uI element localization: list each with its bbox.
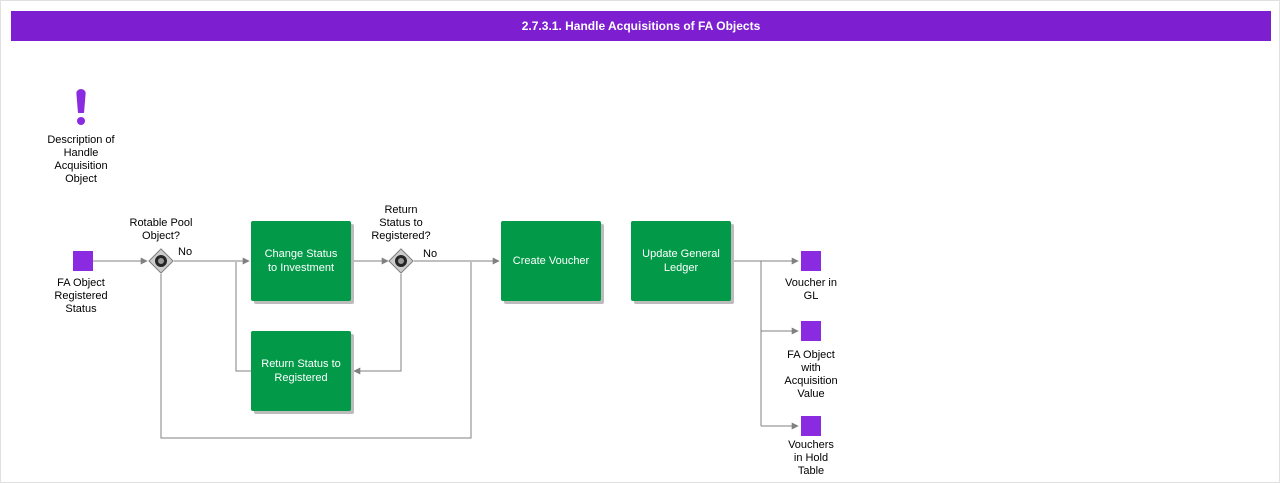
diagram-title: 2.7.3.1. Handle Acquisitions of FA Objec… (521, 19, 761, 33)
decision-return-status-registered[interactable] (388, 248, 414, 274)
decision-rotable-no-label: No (178, 246, 193, 258)
end-node-voucher-in-gl-label: Voucher in GL (785, 277, 837, 302)
exclamation-dot (77, 117, 85, 125)
start-node-fa-object-registered[interactable] (73, 251, 93, 271)
end-node-fa-object-acquisition-value[interactable] (801, 321, 821, 341)
end-node-vouchers-in-hold-table-label: Vouchers in Hold Table (788, 439, 834, 477)
connector-decision1-bypass (160, 262, 472, 439)
process-return-status-to-registered[interactable]: Return Status to Registered (251, 331, 351, 411)
start-node-label: FA Object Registered Status (54, 277, 108, 315)
decision-return-status-question-label: Return Status to Registered? (371, 204, 431, 242)
end-node-vouchers-in-hold-table[interactable] (801, 416, 821, 436)
annotation-label: Description of Handle Acquisition Object (47, 134, 115, 185)
decision-circle-icon (395, 255, 407, 267)
decision-circle-icon (155, 255, 167, 267)
process-change-status-to-investment[interactable]: Change Status to Investment (251, 221, 351, 301)
exclamation-bar (76, 89, 86, 113)
decision-rotable-pool-object[interactable] (148, 248, 174, 274)
process-create-voucher[interactable]: Create Voucher (501, 221, 601, 301)
exclamation-icon[interactable] (72, 89, 90, 129)
connector-return-status-loop (235, 262, 251, 372)
end-node-voucher-in-gl[interactable] (801, 251, 821, 271)
connector-decision2-to-return-status (353, 274, 402, 375)
process-update-general-ledger[interactable]: Update General Ledger (631, 221, 731, 301)
decision-return-status-no-label: No (423, 248, 438, 260)
diagram-title-bar: 2.7.3.1. Handle Acquisitions of FA Objec… (11, 11, 1271, 41)
decision-rotable-question-label: Rotable Pool Object? (129, 217, 193, 242)
end-node-fa-object-acquisition-value-label: FA Object with Acquisition Value (784, 349, 838, 400)
